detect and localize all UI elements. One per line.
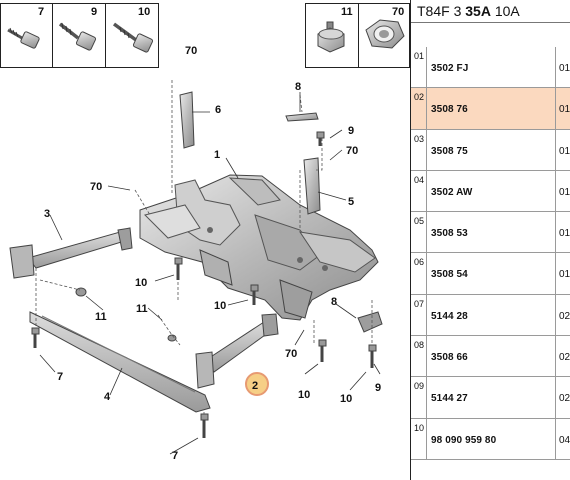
callout-1: 1 (214, 149, 220, 161)
callout-70-left: 70 (90, 181, 102, 193)
inset-nuts-right: 11 70 (305, 3, 410, 68)
callout-8-lower: 8 (331, 296, 337, 308)
part-number: 3508 75 (431, 145, 468, 157)
callout-10-b: 10 (214, 300, 226, 312)
inset-screws-left: 7 9 10 (0, 3, 159, 68)
callout-6: 6 (215, 104, 221, 116)
callout-bubble-2 (245, 372, 269, 396)
bracket-6 (179, 91, 195, 149)
bracket-8-lower (357, 311, 383, 333)
callout-7-b: 7 (172, 450, 178, 462)
beam-2 (195, 313, 279, 389)
part-number: 98 090 959 80 (431, 434, 497, 446)
screws (31, 131, 377, 438)
part-number: 3502 AW (431, 186, 473, 198)
part-number: 3502 FJ (431, 63, 469, 74)
callout-70-right: 70 (346, 145, 358, 157)
callout-8-top: 8 (295, 81, 301, 93)
callout-9-bottom: 9 (375, 382, 381, 394)
dashed-leaders (35, 80, 373, 414)
inset-label-70: 70 (392, 6, 404, 18)
part-number: 3508 53 (431, 228, 468, 240)
callout-labels: 70 6 8 9 70 1 70 5 3 10 10 8 11 11 70 7 … (44, 45, 381, 462)
callout-10-c: 10 (298, 389, 310, 401)
callout-2: 2 (252, 380, 258, 392)
screw-9-icon (58, 22, 97, 51)
callout-10-d: 10 (340, 393, 352, 405)
inset-label-10: 10 (138, 6, 150, 18)
inset-label-7: 7 (38, 6, 44, 18)
inset-label-9: 9 (91, 6, 97, 18)
callout-11-b: 11 (136, 303, 148, 315)
callout-4: 4 (104, 391, 111, 403)
callout-70-top: 70 (185, 45, 197, 57)
callout-70-bottom: 70 (285, 348, 297, 360)
nut-11-icon (317, 21, 345, 53)
exploded-diagram: 7 9 10 11 70 (0, 3, 410, 462)
bracket-5 (303, 157, 321, 215)
callout-3: 3 (44, 208, 50, 220)
part-number: 5144 27 (431, 393, 468, 405)
callout-7-a: 7 (57, 371, 63, 383)
leader-lines (39, 92, 381, 455)
part-number: 3508 76 (431, 104, 468, 116)
callout-5: 5 (348, 196, 354, 208)
screw-10-icon (112, 22, 154, 53)
diagram-reference: T84F 3 35A 10A (411, 0, 570, 23)
subframe-1 (139, 174, 379, 321)
callout-10-a: 10 (135, 277, 147, 289)
callout-11-a: 11 (95, 311, 107, 323)
bracket-8-top (285, 112, 319, 122)
nut-70-icon (365, 19, 405, 49)
part-number: 3508 54 (431, 269, 468, 281)
screw-7-icon (7, 27, 40, 49)
beam-3 (9, 227, 133, 279)
part-number: 3508 66 (431, 352, 468, 364)
bar-4 (29, 311, 211, 413)
part-number: 5144 28 (431, 310, 468, 322)
inset-label-11: 11 (341, 6, 353, 18)
callout-9-top: 9 (348, 125, 354, 137)
